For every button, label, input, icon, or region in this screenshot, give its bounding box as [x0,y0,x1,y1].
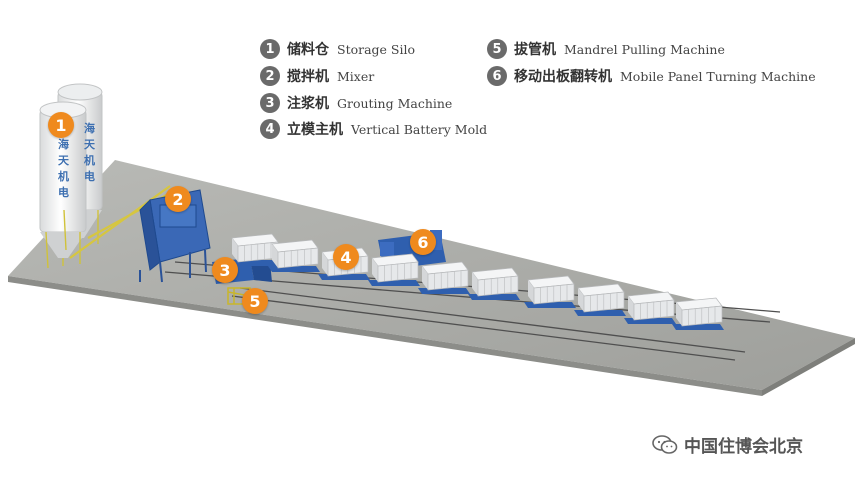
legend-number: 2 [260,66,280,86]
battery-mold-unit [672,297,724,330]
battery-mold-unit [368,253,420,286]
watermark-text: 中国住博会北京 [684,437,803,457]
wechat-icon [652,434,678,454]
legend-label-en: Grouting Machine [337,95,453,111]
legend-item-5: 5 拔管机 Mandrel Pulling Machine [487,38,725,60]
legend-label-zh: 注浆机 [287,96,329,112]
legend-label-en: Storage Silo [337,41,415,57]
storage-silos: 海 天 机 电 海 天 机 电 [39,83,173,269]
battery-mold-unit [468,267,520,300]
battery-mold-unit [418,261,470,294]
legend-item-4: 4 立模主机 Vertical Battery Mold [260,118,487,140]
marker-1-storage-silo: 1 [48,112,74,138]
legend-label-zh: 储料仓 [287,42,329,58]
marker-6-panel-turning: 6 [410,229,436,255]
mixer-tower [139,189,211,283]
legend-number: 3 [260,93,280,113]
legend-item-6: 6 移动出板翻转机 Mobile Panel Turning Machine [487,65,816,87]
legend-label-en: Mandrel Pulling Machine [564,41,725,57]
legend-label-zh: 拔管机 [514,42,556,58]
legend-item-3: 3 注浆机 Grouting Machine [260,92,452,114]
battery-molds [228,233,724,330]
svg-text:海: 海 [84,121,95,135]
svg-text:海: 海 [58,137,69,151]
battery-mold-unit [268,239,320,272]
legend-label-zh: 移动出板翻转机 [514,69,612,85]
marker-2-mixer: 2 [165,186,191,212]
legend-item-1: 1 储料仓 Storage Silo [260,38,415,60]
marker-4-battery-mold: 4 [333,244,359,270]
svg-text:电: 电 [58,185,69,199]
legend-number: 5 [487,39,507,59]
legend-number: 1 [260,39,280,59]
legend-label-en: Vertical Battery Mold [351,121,488,137]
battery-mold-unit [574,283,626,316]
battery-mold-unit [624,291,676,324]
legend-item-2: 2 搅拌机 Mixer [260,65,374,87]
svg-text:天: 天 [58,154,70,167]
legend-number: 6 [487,66,507,86]
svg-text:机: 机 [84,153,95,167]
marker-3-grouting-machine: 3 [212,257,238,283]
legend-number: 4 [260,119,280,139]
legend-label-zh: 搅拌机 [287,69,329,85]
battery-mold-unit [524,275,576,308]
battery-mold-unit [228,233,280,266]
svg-text:电: 电 [84,169,95,183]
silo-back-text: 海 天 机 电 [84,121,96,183]
marker-5-mandrel-pulling: 5 [242,288,268,314]
legend-label-zh: 立模主机 [287,122,343,138]
svg-text:天: 天 [84,138,96,151]
watermark: 中国住博会北京 [652,432,803,457]
svg-text:机: 机 [58,169,69,183]
silo-front-text: 海 天 机 电 [58,137,70,199]
legend-label-en: Mixer [337,68,375,84]
legend-label-en: Mobile Panel Turning Machine [620,68,816,84]
